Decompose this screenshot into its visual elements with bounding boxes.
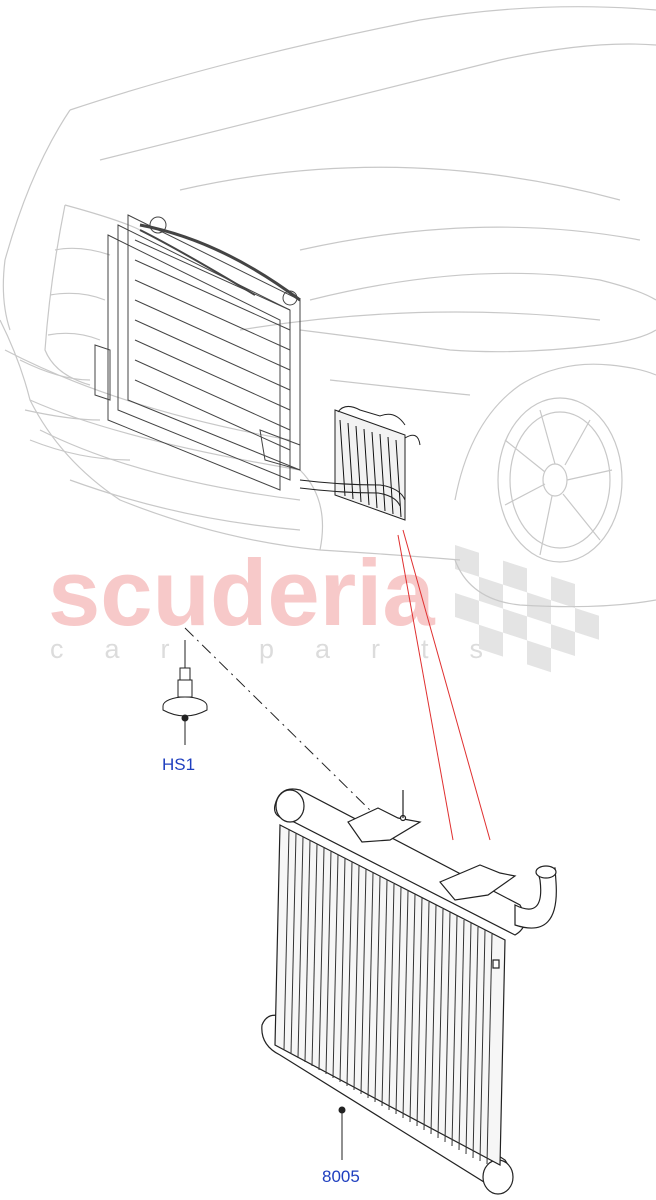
part-8005-leader (338, 1106, 346, 1160)
screw-hs1 (162, 640, 208, 745)
callout-hs1[interactable]: HS1 (162, 755, 195, 774)
watermark: scuderia car parts (48, 540, 599, 673)
watermark-brand: scuderia (48, 540, 435, 645)
vehicle-outline (0, 6, 656, 608)
cooler-8005 (261, 788, 557, 1195)
callout-8005[interactable]: 8005 (322, 1167, 360, 1186)
location-leader-lines (397, 529, 491, 841)
watermark-tagline: car parts (50, 634, 524, 664)
cooler-location (299, 406, 421, 521)
hs1-leader-line (184, 627, 379, 819)
cooler-fins (283, 829, 493, 1165)
checkered-flag-icon (455, 545, 599, 673)
radiator-pack (94, 214, 301, 491)
